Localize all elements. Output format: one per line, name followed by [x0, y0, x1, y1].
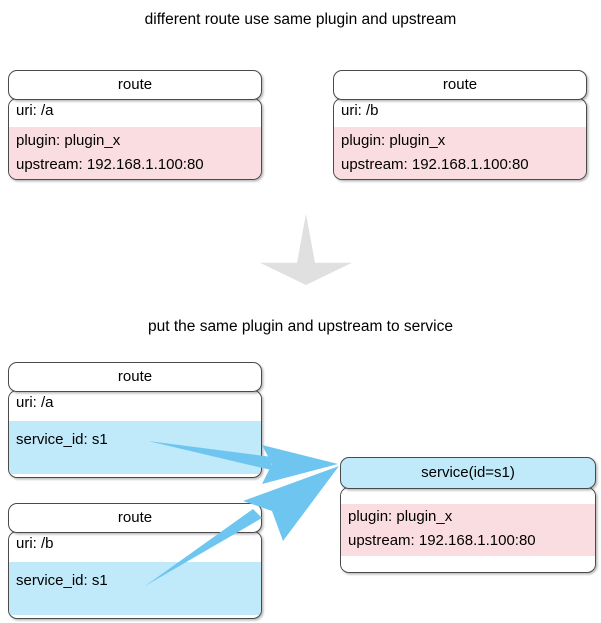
route-uri-row: uri: /a — [9, 99, 261, 127]
route-card-body: uri: /a plugin: plugin_x upstream: 192.1… — [8, 98, 262, 180]
service-plugin-row: plugin: plugin_x — [341, 504, 595, 529]
route-plugin-row: plugin: plugin_x — [9, 127, 261, 153]
top-section-title: different route use same plugin and upst… — [144, 11, 457, 28]
route-body-filler — [9, 593, 261, 615]
route-upstream-row: upstream: 192.168.1.100:80 — [9, 153, 261, 179]
bottom-section-title: put the same plugin and upstream to serv… — [147, 318, 453, 335]
route-uri-row: uri: /b — [334, 99, 586, 127]
down-arrow-icon — [260, 213, 352, 286]
route-upstream-row: upstream: 192.168.1.100:80 — [334, 153, 586, 179]
route-card-header: route — [8, 70, 262, 100]
route-card-body: uri: /b plugin: plugin_x upstream: 192.1… — [333, 98, 587, 180]
route-uri-row: uri: /b — [9, 532, 261, 562]
service-card-header: service(id=s1) — [340, 457, 596, 489]
route-card-header: route — [8, 503, 262, 533]
route-plugin-row: plugin: plugin_x — [334, 127, 586, 153]
service-body-bottom-filler — [341, 556, 595, 570]
service-upstream-row: upstream: 192.168.1.100:80 — [341, 529, 595, 556]
route-service-id-row: service_id: s1 — [9, 562, 261, 593]
route-card-header: route — [333, 70, 587, 100]
service-card-body: plugin: plugin_x upstream: 192.168.1.100… — [340, 487, 596, 573]
service-body-top-filler — [341, 488, 595, 504]
route-card-header: route — [8, 362, 262, 392]
route-uri-row: uri: /a — [9, 391, 261, 421]
route-card-body: uri: /a service_id: s1 — [8, 390, 262, 478]
route-body-filler — [9, 452, 261, 474]
route-service-id-row: service_id: s1 — [9, 421, 261, 452]
route-card-body: uri: /b service_id: s1 — [8, 531, 262, 619]
